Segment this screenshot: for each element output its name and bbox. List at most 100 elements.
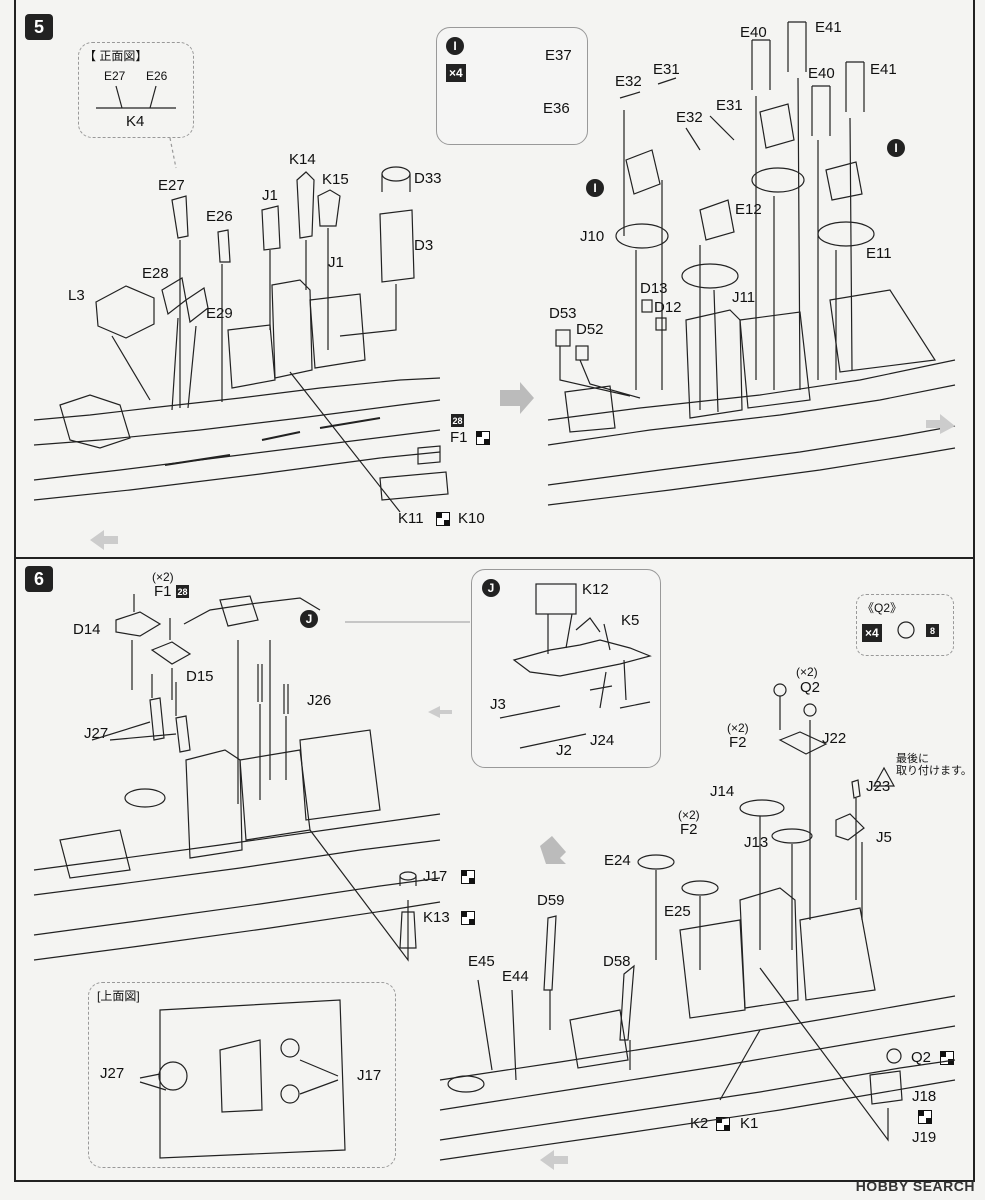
q2-detail-title: 《Q2》 [862,601,903,615]
label-j3: J3 [490,696,506,713]
label-e11: E11 [866,245,892,262]
step-5-badge: 5 [25,14,53,40]
label-j5: J5 [876,829,892,846]
k11-paint-mark [436,512,450,526]
label-j10: J10 [580,228,605,245]
label-j17: J17 [423,868,448,885]
label-d52: D52 [576,321,604,338]
label-e26: E26 [206,208,233,225]
label-j11: J11 [732,289,756,306]
label-j24: J24 [590,732,615,749]
outer-left-border [14,0,16,1180]
label-k14: K14 [289,151,316,168]
label-e44: E44 [502,968,529,985]
step-6-badge: 6 [25,566,53,592]
label-q2-b: Q2 [911,1049,932,1066]
label-d59: D59 [537,892,565,909]
q2-detail-inset [856,594,954,656]
outer-right-border [973,0,975,1180]
label-d15: D15 [186,668,214,685]
front-view-inset [78,42,194,138]
f2a-qty-label: (×2) [727,721,749,735]
label-d58: D58 [603,953,631,970]
caution-note: 最後に 取り付けます。 [896,753,972,777]
front-view-e27: E27 [104,69,126,83]
f1-paint-mark [476,431,490,445]
label-k1: K1 [740,1115,759,1132]
label-f2-a: F2 [729,734,747,751]
front-view-k4: K4 [126,113,145,130]
label-j26: J26 [307,692,332,709]
q2-detail-qty: ×4 [862,624,882,642]
label-e12: E12 [735,201,762,218]
f1-qty-label: (×2) [152,570,174,584]
label-e29: E29 [206,305,233,322]
outer-bottom-border [14,1180,975,1182]
subassembly-j-badge: J [482,579,500,597]
label-j18: J18 [912,1088,937,1105]
subassembly-i-badge: I [446,37,464,55]
top-view-j17: J17 [357,1067,382,1084]
label-e32-a: E32 [615,73,642,90]
label-j2: J2 [556,742,572,759]
j-badge: J [300,610,318,628]
label-j19: J19 [912,1129,937,1146]
label-f1-step6: F1 [154,583,172,600]
label-e24: E24 [604,852,631,869]
j18-paint-mark [918,1110,932,1124]
top-view-j27: J27 [100,1065,125,1082]
label-d12: D12 [654,299,682,316]
i-badge-left: I [586,179,604,197]
label-e31-b: E31 [716,97,743,114]
label-d3: D3 [414,237,434,254]
label-k13: K13 [423,909,450,926]
f1-number-badge: 28 [451,414,464,427]
label-k12: K12 [582,581,609,598]
label-d14: D14 [73,621,101,638]
label-e27: E27 [158,177,185,194]
top-view-inset [88,982,396,1168]
label-k15: K15 [322,171,349,188]
j17-paint-mark [461,870,475,884]
label-k5: K5 [621,612,640,629]
label-e45: E45 [468,953,495,970]
label-e32-b: E32 [676,109,703,126]
i-badge-right: I [887,139,905,157]
label-e31-a: E31 [653,61,680,78]
subassembly-i-qty: ×4 [446,64,466,82]
q2-detail-number-badge: 8 [926,624,939,637]
label-e40-b: E40 [808,65,835,82]
label-k10: K10 [458,510,485,527]
label-e36: E36 [543,100,570,117]
label-f1: F1 [450,429,468,446]
label-f2-b: F2 [680,821,698,838]
hobby-search-watermark: HOBBY SEARCH [855,1178,975,1194]
front-view-e26: E26 [146,69,168,83]
label-k11: K11 [398,510,424,527]
subassembly-j-inset [471,569,661,768]
f1-step6-number-badge: 28 [176,585,189,598]
label-e25: E25 [664,903,691,920]
label-j13: J13 [744,834,769,851]
label-j22: J22 [822,730,847,747]
front-view-title: 【 正面図】 [84,49,148,63]
top-view-title: [上面図] [97,989,140,1003]
label-k2: K2 [690,1115,709,1132]
label-j14: J14 [710,783,735,800]
label-e41-a: E41 [815,19,842,36]
label-j1-b: J1 [328,254,344,271]
label-j27: J27 [84,725,109,742]
label-e37: E37 [545,47,572,64]
label-e28: E28 [142,265,169,282]
k13-paint-mark [461,911,475,925]
q2-qty-label: (×2) [796,665,818,679]
label-d33: D33 [414,170,442,187]
label-j1-a: J1 [262,187,278,204]
label-l3: L3 [68,287,85,304]
label-e41-b: E41 [870,61,897,78]
label-d13: D13 [640,280,668,297]
f2b-qty-label: (×2) [678,808,700,822]
label-d53: D53 [549,305,577,322]
k2-paint-mark [716,1117,730,1131]
